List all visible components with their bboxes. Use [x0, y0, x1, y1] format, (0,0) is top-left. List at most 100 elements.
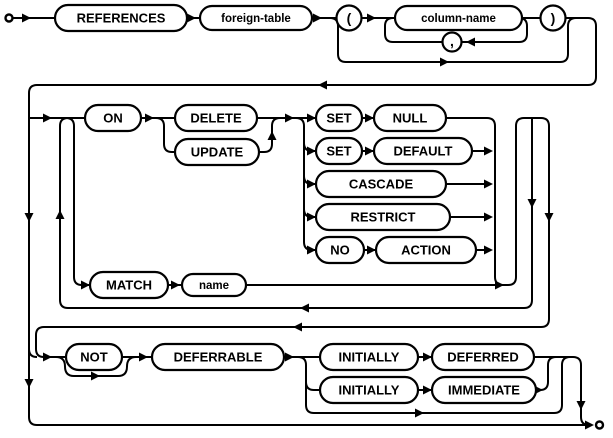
- keyword-label: INITIALLY: [339, 350, 400, 365]
- node-delete: DELETE: [173, 103, 259, 133]
- arrowhead: [527, 199, 537, 208]
- punct-label: ,: [450, 33, 454, 49]
- nonterminal-box: [180, 272, 248, 298]
- arrowhead: [91, 371, 100, 381]
- arrowhead: [81, 280, 90, 290]
- keyword-box: [430, 342, 536, 372]
- node-immediate: IMMEDIATE: [430, 375, 538, 405]
- arrowhead: [440, 57, 449, 67]
- keyword-box: [374, 235, 478, 265]
- nonterminal-box: [198, 4, 314, 32]
- node-default: DEFAULT: [372, 136, 474, 166]
- keyword-label: ON: [103, 111, 123, 126]
- arrowhead: [484, 212, 493, 222]
- arrowhead: [484, 146, 493, 156]
- arrowhead: [365, 113, 374, 123]
- punct-circle: [539, 4, 567, 32]
- arrowhead: [313, 13, 322, 23]
- node-deferred: DEFERRED: [430, 342, 536, 372]
- arrowhead: [307, 212, 316, 222]
- keyword-box: [314, 202, 452, 232]
- arrowhead: [585, 420, 594, 430]
- nonterminal-label: foreign-table: [221, 13, 291, 25]
- keyword-label: SET: [326, 144, 351, 159]
- keyword-label: CASCADE: [349, 177, 414, 192]
- arrowhead: [423, 352, 432, 362]
- arrowhead: [24, 379, 34, 388]
- keyword-label: INITIALLY: [339, 383, 400, 398]
- node-initially-1: INITIALLY: [318, 342, 420, 372]
- keyword-box: [314, 136, 364, 166]
- node-null: NULL: [372, 103, 448, 133]
- arrowhead: [544, 213, 554, 222]
- punct-label: ): [551, 10, 556, 26]
- arrowhead: [55, 210, 65, 219]
- node-name: name: [180, 272, 248, 298]
- node-set-1: SET: [314, 103, 364, 133]
- end-terminal: [594, 420, 605, 430]
- arrowhead: [171, 280, 180, 290]
- keyword-box: [318, 375, 420, 405]
- node-set-2: SET: [314, 136, 364, 166]
- arrowhead: [466, 37, 475, 47]
- keyword-box: [314, 103, 364, 133]
- arrowhead: [145, 113, 154, 123]
- arrowhead: [22, 13, 31, 23]
- arrowhead: [285, 113, 294, 123]
- nonterminal-label: name: [199, 280, 229, 292]
- keyword-label: MATCH: [106, 278, 152, 293]
- arrowhead: [307, 113, 316, 123]
- arrowhead: [24, 213, 34, 222]
- arrowhead: [495, 280, 504, 290]
- node-comma: ,: [441, 31, 463, 53]
- node-action: ACTION: [374, 235, 478, 265]
- arrowhead: [415, 408, 424, 418]
- node-initially-2: INITIALLY: [318, 375, 420, 405]
- arrowhead: [43, 352, 52, 362]
- nonterminal-box: [393, 4, 524, 32]
- keyword-box: [150, 342, 286, 372]
- node-not: NOT: [64, 342, 124, 372]
- punct-circle: [335, 4, 363, 32]
- keyword-label: UPDATE: [191, 145, 244, 160]
- keyword-box: [318, 342, 420, 372]
- keyword-label: RESTRICT: [351, 210, 416, 225]
- keyword-label: NO: [330, 243, 350, 258]
- arrowhead: [285, 352, 294, 362]
- arrowhead: [576, 401, 586, 410]
- keyword-box: [372, 136, 474, 166]
- keyword-box: [173, 103, 259, 133]
- node-references: REFERENCES: [53, 3, 189, 33]
- punct-circle: [441, 31, 463, 53]
- keyword-box: [314, 235, 366, 265]
- start-terminal: [4, 13, 14, 23]
- arrowhead: [318, 80, 327, 90]
- keyword-box: [64, 342, 124, 372]
- keyword-box: [372, 103, 448, 133]
- keyword-label: NOT: [80, 350, 108, 365]
- node-restrict: RESTRICT: [314, 202, 452, 232]
- arrowhead: [293, 322, 302, 332]
- node-deferrable: DEFERRABLE: [150, 342, 286, 372]
- keyword-box: [83, 103, 143, 133]
- keyword-label: SET: [326, 111, 351, 126]
- node-column-name: column-name: [393, 4, 524, 32]
- arrowhead: [365, 146, 374, 156]
- keyword-label: DEFERRED: [447, 350, 519, 365]
- arrowhead: [307, 245, 316, 255]
- keyword-box: [314, 169, 448, 199]
- node-open-paren: (: [335, 4, 363, 32]
- node-no: NO: [314, 235, 366, 265]
- arrowhead: [423, 385, 432, 395]
- arrowhead: [43, 113, 52, 123]
- keyword-box: [88, 270, 170, 300]
- keyword-label: IMMEDIATE: [448, 383, 520, 398]
- arrowhead: [300, 303, 309, 313]
- keyword-box: [430, 375, 538, 405]
- arrowhead: [367, 13, 376, 23]
- node-close-paren: ): [539, 4, 567, 32]
- node-foreign-table: foreign-table: [198, 4, 314, 32]
- arrowhead: [484, 179, 493, 189]
- keyword-label: DEFERRABLE: [174, 350, 263, 365]
